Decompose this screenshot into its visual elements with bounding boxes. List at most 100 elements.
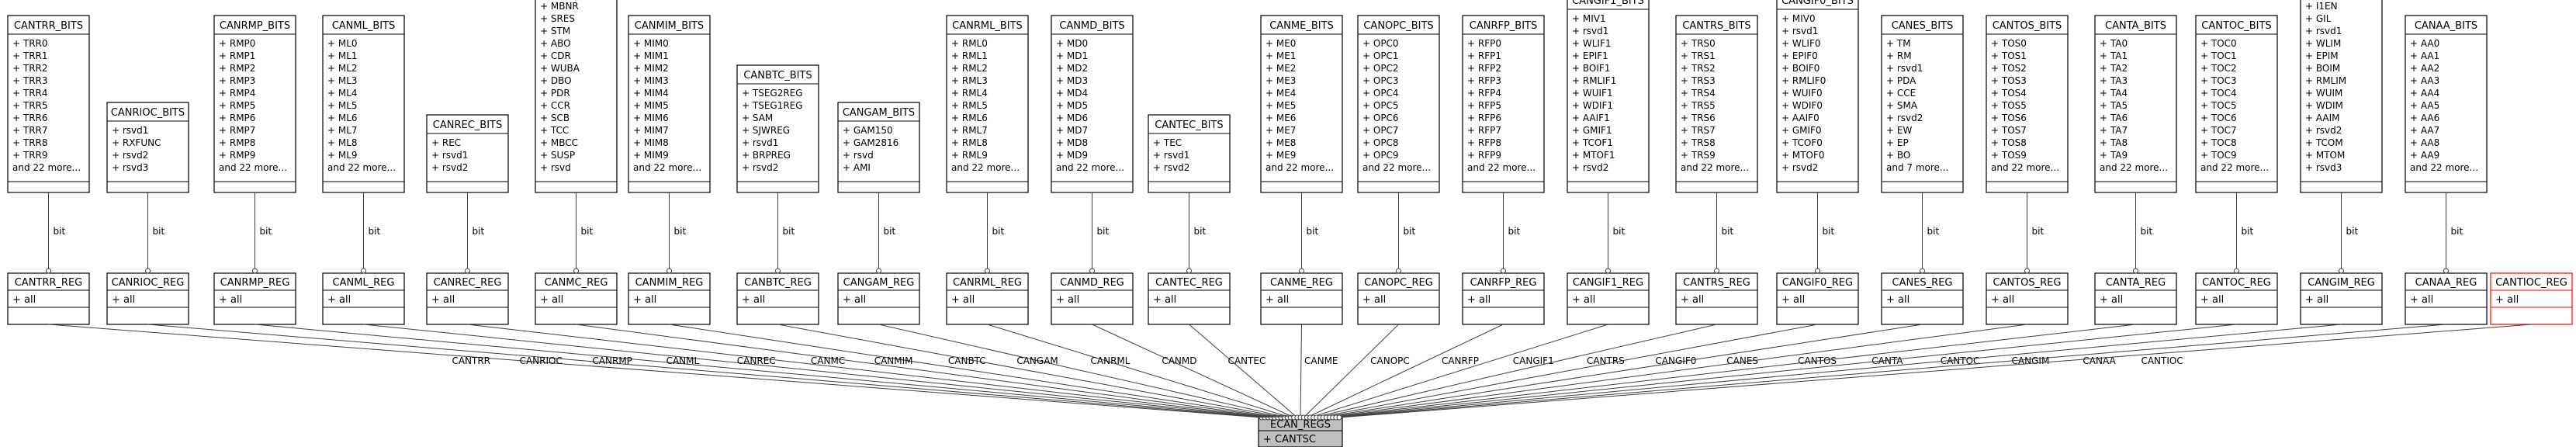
cangam-bits-box[interactable] [837,102,920,193]
canaa-bits-box[interactable] [2405,15,2488,193]
canes-reg-box[interactable] [1881,272,1964,325]
cangim-bits-member: + rsvd2 [2305,125,2342,136]
cangam-reg-box[interactable] [837,272,920,325]
canrioc-reg-box[interactable] [106,272,189,325]
cantoc-bits-edge-end [2234,268,2239,274]
canrmp-reg-attr: + all [219,294,242,306]
canes-bits-member: + PDA [1886,75,1916,86]
cangim-bits-member: + TCOM [2305,137,2343,148]
canme-bits-edge-label: bit [1307,226,1319,237]
canaa-bits-member: + AA1 [2410,50,2439,61]
cangim-reg-box[interactable] [2300,272,2383,325]
cantos-bits-box[interactable] [1986,15,2069,193]
cangif1-bits-box[interactable] [1567,0,1650,193]
canbtc-bits-title: CANBTC_BITS [743,70,812,81]
canml-bits-box[interactable] [322,15,405,193]
canmc-bits-box[interactable] [535,0,618,193]
canrml-reg-attr: + all [951,294,975,306]
cangif1-bits-member: + rsvd2 [1572,162,1608,173]
cangif1-reg-title: CANGIF1_REG [1573,277,1643,289]
canrmp-reg-box[interactable] [213,272,296,325]
cangif1-bits-member: + rsvd1 [1572,26,1608,36]
canme-bits-box[interactable] [1260,15,1343,193]
canes-reg-edge [1319,324,1923,418]
cantec-bits-title: CANTEC_BITS [1155,120,1223,131]
canrfp-bits-member: + RFP7 [1467,125,1501,136]
canes-bits-member: + SMA [1886,100,1918,111]
cangif0-bits-title: CANGIF0_BITS [1781,0,1854,7]
canaa-bits-edge-end [2443,268,2449,274]
ecan-regs-box[interactable] [1258,415,1343,447]
canopc-bits-edge-end [1396,268,1401,274]
canrml-bits-box[interactable] [946,15,1029,193]
cangif0-bits-edge-label: bit [1823,226,1835,237]
cantrr-bits-member: and 22 more... [12,162,81,173]
canrml-bits-edge-end [985,268,990,274]
canmd-bits-member: + MD9 [1056,150,1088,161]
canrmp-bits-box[interactable] [213,15,296,193]
canrioc-bits-member: + rsvd2 [112,150,148,161]
canme-bits-member: and 22 more... [1265,162,1334,173]
canrml-bits-member: + RML0 [951,38,988,49]
canopc-reg-edge [1303,324,1399,418]
cantos-bits-edge-label: bit [2032,226,2045,237]
cantrs-bits-box[interactable] [1675,15,1758,193]
canbtc-bits-member: + TSEG2REG [742,88,803,99]
cantrr-bits-member: + TRR9 [12,150,48,161]
cangim-bits-member: + WLIM [2305,38,2341,49]
canbtc-bits-box[interactable] [736,64,819,193]
canme-reg-box[interactable] [1260,272,1343,325]
canta-bits-member: + TA7 [2100,125,2128,136]
cantrr-bits-box[interactable] [7,15,90,193]
cantrr-reg-box[interactable] [7,272,90,325]
canmd-bits-box[interactable] [1051,15,1134,193]
canbtc-reg-box[interactable] [736,272,819,325]
canmd-bits-title: CANMD_BITS [1059,20,1124,32]
cantoc-bits-box[interactable] [2195,15,2278,193]
canrioc-bits-box[interactable] [106,102,189,193]
canmd-reg-box[interactable] [1051,272,1134,325]
cangif0-bits-member: + MTOF0 [1781,150,1825,161]
cangim-bits-member: + EPIM [2305,50,2339,61]
canaa-reg-box[interactable] [2405,272,2488,325]
cantos-reg-box[interactable] [1986,272,2069,325]
canes-bits-member: and 7 more... [1886,162,1948,173]
cangif0-reg-box[interactable] [1776,272,1859,325]
canmd-bits-member: + MD4 [1056,88,1088,99]
cantioc-reg-var-label: CANTIOC [2141,355,2183,366]
canaa-bits-title: CANAA_BITS [2415,20,2477,32]
cangif1-bits-member: + RMLIF1 [1572,75,1616,86]
canrfp-reg-box[interactable] [1462,272,1545,325]
canrfp-bits-edge-end [1501,268,1506,274]
cantec-bits-member: + TEC [1153,137,1182,148]
canrmp-bits-member: + RMP7 [219,125,255,136]
canopc-bits-member: + OPC7 [1362,125,1399,136]
canbtc-bits-member: + BRPREG [742,150,791,161]
canta-reg-box[interactable] [2094,272,2177,325]
cangim-bits-box[interactable] [2300,0,2383,193]
canmc-reg-box[interactable] [535,272,618,325]
cantrs-bits-member: + TRS9 [1681,150,1716,161]
canrec-bits-box[interactable] [426,114,509,193]
canml-bits-title: CANML_BITS [332,20,396,32]
canrml-bits-member: + RML7 [951,125,988,136]
canta-bits-box[interactable] [2094,15,2177,193]
cangim-reg-attr: + all [2305,294,2328,306]
cangif1-reg-box[interactable] [1567,272,1650,325]
canrfp-bits-box[interactable] [1462,15,1545,193]
canopc-bits-box[interactable] [1357,15,1440,193]
cantec-bits-edge-end [1186,268,1192,274]
canes-bits-box[interactable] [1881,15,1964,193]
canmc-bits-member: + CCR [540,100,570,111]
cantioc-reg-box[interactable] [2490,272,2573,325]
cangif0-bits-box[interactable] [1776,0,1859,193]
cantioc-reg-edge [1338,324,2532,418]
cantrs-bits-member: + TRS6 [1681,113,1716,123]
cantrs-reg-title: CANTRS_REG [1683,277,1750,289]
canmim-reg-box[interactable] [628,272,711,325]
cangif1-bits-member: + WDIF1 [1572,100,1613,111]
cangif0-reg-var-label: CANGIF0 [1655,355,1696,366]
cantrs-reg-box[interactable] [1675,272,1758,325]
cangif0-bits-member: + WUIF0 [1781,88,1823,99]
cantos-bits-member: + TOS8 [1991,137,2027,148]
